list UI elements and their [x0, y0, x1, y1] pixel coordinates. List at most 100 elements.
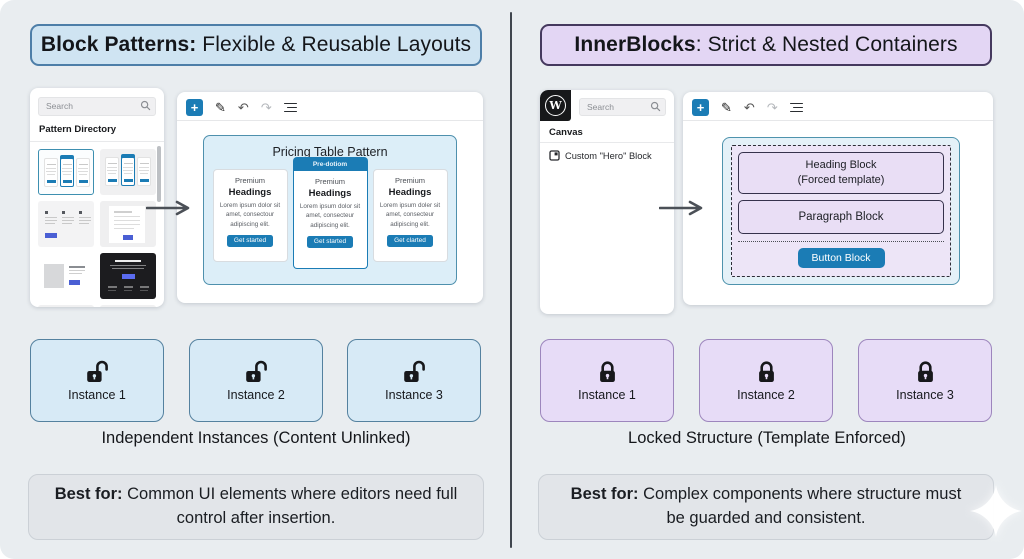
undo-icon[interactable]: ↶: [237, 99, 249, 115]
instance-box-unlocked-3: Instance 3: [347, 339, 481, 422]
pricing-card-2: Premium Headings Lorem ipsum dolor sit a…: [292, 171, 368, 269]
pricing-card-1: Premium Headings Lorem ipsum dolor sit a…: [212, 169, 288, 262]
mini-card: [137, 156, 151, 186]
right-editor-window: + ✎ ↶ ↷ Heading Block (Forced template) …: [683, 92, 993, 305]
right-title-bold: InnerBlocks: [574, 33, 696, 56]
pattern-title: Pricing Table Pattern: [272, 145, 388, 159]
dotted-separator: [738, 241, 944, 242]
paragraph-block[interactable]: Paragraph Block: [738, 200, 944, 234]
redo-icon[interactable]: ↷: [766, 99, 778, 115]
left-title-rest: Flexible & Reusable Layouts: [196, 33, 472, 56]
instance-box-unlocked-1: Instance 1: [30, 339, 164, 422]
card-body: Lorem ipsum doler sit amet, consecteur a…: [379, 202, 441, 228]
card-body: Lorem ipsum dolor sit amet, consecteur a…: [299, 203, 361, 229]
left-best-for-box: Best for: Common UI elements where edito…: [28, 474, 484, 540]
custom-hero-block-item[interactable]: Custom "Hero" Block: [549, 150, 652, 161]
editor-toolbar: + ✎ ↶ ↷: [683, 92, 993, 116]
mini-card: [44, 157, 58, 187]
unlock-icon: [86, 360, 108, 382]
mini-card-highlight: [60, 154, 74, 187]
get-started-button[interactable]: Get clarted: [387, 234, 433, 247]
instance-label: Instance 1: [578, 387, 636, 402]
card-heading: Headings: [308, 188, 352, 199]
canvas-panel: W Canvas Custom "Hero" Block: [540, 90, 674, 314]
best-for-bold: Best for:: [54, 485, 123, 504]
instance-label: Instance 2: [227, 387, 285, 402]
sparkle-icon: [966, 481, 1024, 541]
pattern-thumbnail-media-text[interactable]: [38, 252, 94, 299]
best-for-bold: Best for:: [570, 485, 639, 504]
left-flow-arrow: [146, 200, 190, 216]
canvas-title: Canvas: [549, 127, 583, 138]
redo-icon[interactable]: ↷: [260, 99, 272, 115]
card-tier: Premium: [234, 176, 265, 185]
instance-box-locked-3: Instance 3: [858, 339, 992, 422]
unlock-icon: [245, 360, 267, 382]
right-title-rest: : Strict & Nested Containers: [695, 33, 958, 56]
center-divider: [510, 12, 512, 548]
block-inserter-button[interactable]: +: [186, 98, 203, 116]
instance-label: Instance 1: [68, 387, 126, 402]
search-icon: [140, 100, 151, 111]
heading-block[interactable]: Heading Block (Forced template): [738, 152, 944, 194]
card-body: Lorem ipsum dolor sit amet, consectour a…: [219, 202, 281, 228]
pattern-thumbnail-pricing-selected[interactable]: [38, 148, 94, 195]
pattern-thumbnail-pricing[interactable]: [100, 148, 156, 195]
instance-label: Instance 3: [385, 387, 443, 402]
best-for-text: Common UI elements where editors need fu…: [122, 485, 458, 527]
toolbar-divider: [177, 120, 483, 121]
undo-icon[interactable]: ↶: [743, 99, 755, 115]
list-view-icon[interactable]: [283, 102, 297, 113]
right-section-title: InnerBlocks: Strict & Nested Containers: [540, 24, 992, 66]
heading-block-line2: (Forced template): [797, 174, 885, 186]
card-tier: Premium: [314, 177, 345, 186]
sidebar-divider: [540, 142, 674, 143]
pattern-thumbnail-partial[interactable]: [38, 304, 94, 307]
instance-label: Instance 2: [737, 387, 795, 402]
mini-card: [76, 157, 90, 187]
block-inserter-button[interactable]: +: [692, 98, 709, 116]
button-block[interactable]: Button Block: [797, 248, 885, 268]
lock-icon: [758, 360, 774, 382]
edit-tool-icon[interactable]: ✎: [721, 99, 732, 115]
lock-icon: [917, 360, 933, 382]
pattern-search-input[interactable]: [38, 96, 156, 116]
instance-box-locked-2: Instance 2: [699, 339, 833, 422]
instance-box-unlocked-2: Instance 2: [189, 339, 323, 422]
list-view-icon[interactable]: [789, 102, 803, 113]
canvas-search-input[interactable]: [579, 98, 666, 116]
sidebar-divider: [30, 140, 164, 142]
edit-tool-icon[interactable]: ✎: [215, 99, 226, 115]
search-icon: [650, 101, 661, 111]
editor-toolbar: + ✎ ↶ ↷: [177, 92, 483, 116]
mini-card: [105, 156, 119, 186]
right-instances-caption: Locked Structure (Template Enforced): [628, 429, 906, 447]
heading-block-line1: Heading Block: [805, 159, 877, 172]
template-locked-area: Heading Block (Forced template) Paragrap…: [731, 145, 951, 277]
toolbar-divider: [683, 120, 993, 121]
left-title-bold: Block Patterns:: [40, 33, 197, 56]
right-best-for-box: Best for: Complex components where struc…: [538, 474, 994, 540]
left-instances-caption: Independent Instances (Content Unlinked): [101, 429, 411, 447]
get-started-button[interactable]: Get started: [306, 235, 354, 248]
pattern-thumbnail-dark-hero[interactable]: [100, 252, 156, 299]
pricing-table-pattern: Pricing Table Pattern Premium Headings L…: [203, 135, 457, 285]
block-icon: [549, 150, 560, 161]
pattern-thumbnail-features[interactable]: [38, 200, 94, 247]
scrollbar[interactable]: [157, 146, 161, 202]
wordpress-logo: W: [540, 90, 571, 121]
wordpress-logo-letter: W: [545, 95, 566, 116]
paragraph-block-label: Paragraph Block: [798, 211, 884, 223]
left-editor-window: + ✎ ↶ ↷ Pricing Table Pattern Premium He…: [177, 92, 483, 303]
pattern-thumbnail-partial-dark[interactable]: [100, 304, 156, 307]
hero-block-container: Heading Block (Forced template) Paragrap…: [722, 137, 960, 285]
instance-label: Instance 3: [896, 387, 954, 402]
card-heading: Headings: [228, 187, 272, 198]
get-started-button[interactable]: Get started: [226, 234, 274, 247]
custom-hero-block-label: Custom "Hero" Block: [565, 150, 652, 161]
best-for-text: Complex components where structure must …: [638, 485, 962, 527]
pricing-card-3: Premium Headings Lorem ipsum doler sit a…: [372, 169, 448, 262]
pricing-card-2-wrap: Pre-dotiom Premium Headings Lorem ipsum …: [292, 157, 368, 269]
pattern-directory-panel: Pattern Directory: [30, 88, 164, 307]
